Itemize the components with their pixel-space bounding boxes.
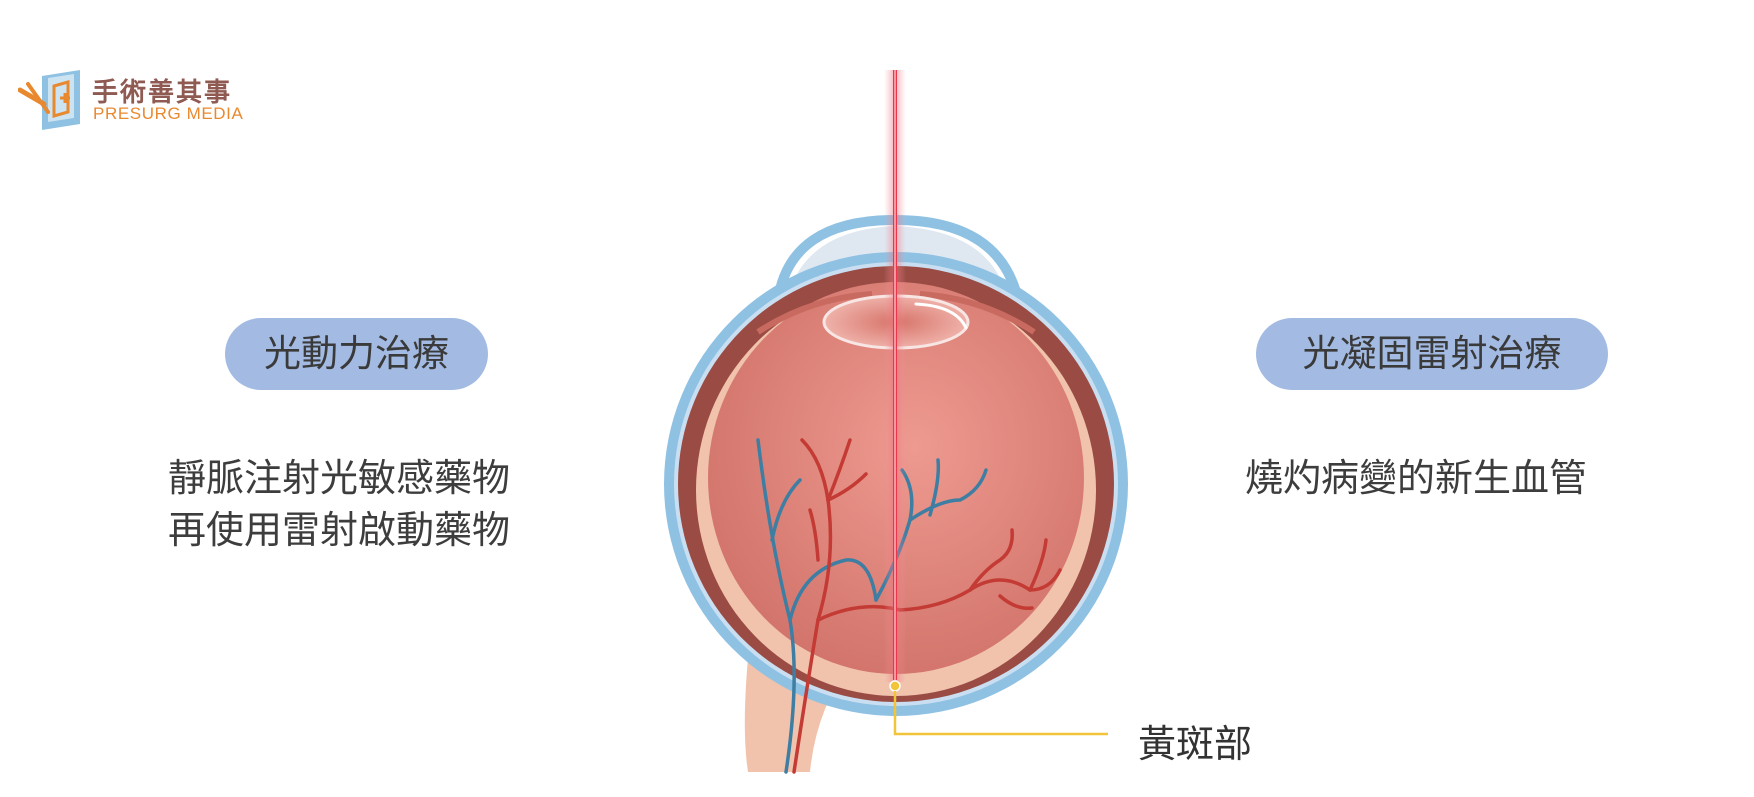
retinal-arteries — [792, 438, 1062, 774]
brand-logo: 手術善其事 PRESURG MEDIA — [18, 68, 258, 130]
macula-marker — [889, 680, 901, 692]
logo-english-name: PRESURG MEDIA — [93, 104, 244, 123]
eye-cross-section-diagram — [664, 70, 1128, 774]
macula-leader-line — [893, 691, 1108, 736]
photodynamic-therapy-description: 靜脈注射光敏感藥物 再使用雷射啟動藥物 — [168, 452, 588, 556]
description-line: 再使用雷射啟動藥物 — [168, 508, 511, 552]
logo-mark-icon — [18, 70, 80, 130]
description-line: 靜脈注射光敏感藥物 — [168, 456, 511, 500]
photodynamic-therapy-title: 光動力治療 — [225, 318, 488, 390]
macula-label: 黃斑部 — [1138, 722, 1253, 766]
laser-photocoagulation-description: 燒灼病變的新生血管 — [1245, 456, 1588, 500]
laser-photocoagulation-title: 光凝固雷射治療 — [1256, 318, 1608, 390]
retinal-veins — [756, 438, 988, 774]
logo-chinese-name: 手術善其事 — [92, 78, 233, 108]
